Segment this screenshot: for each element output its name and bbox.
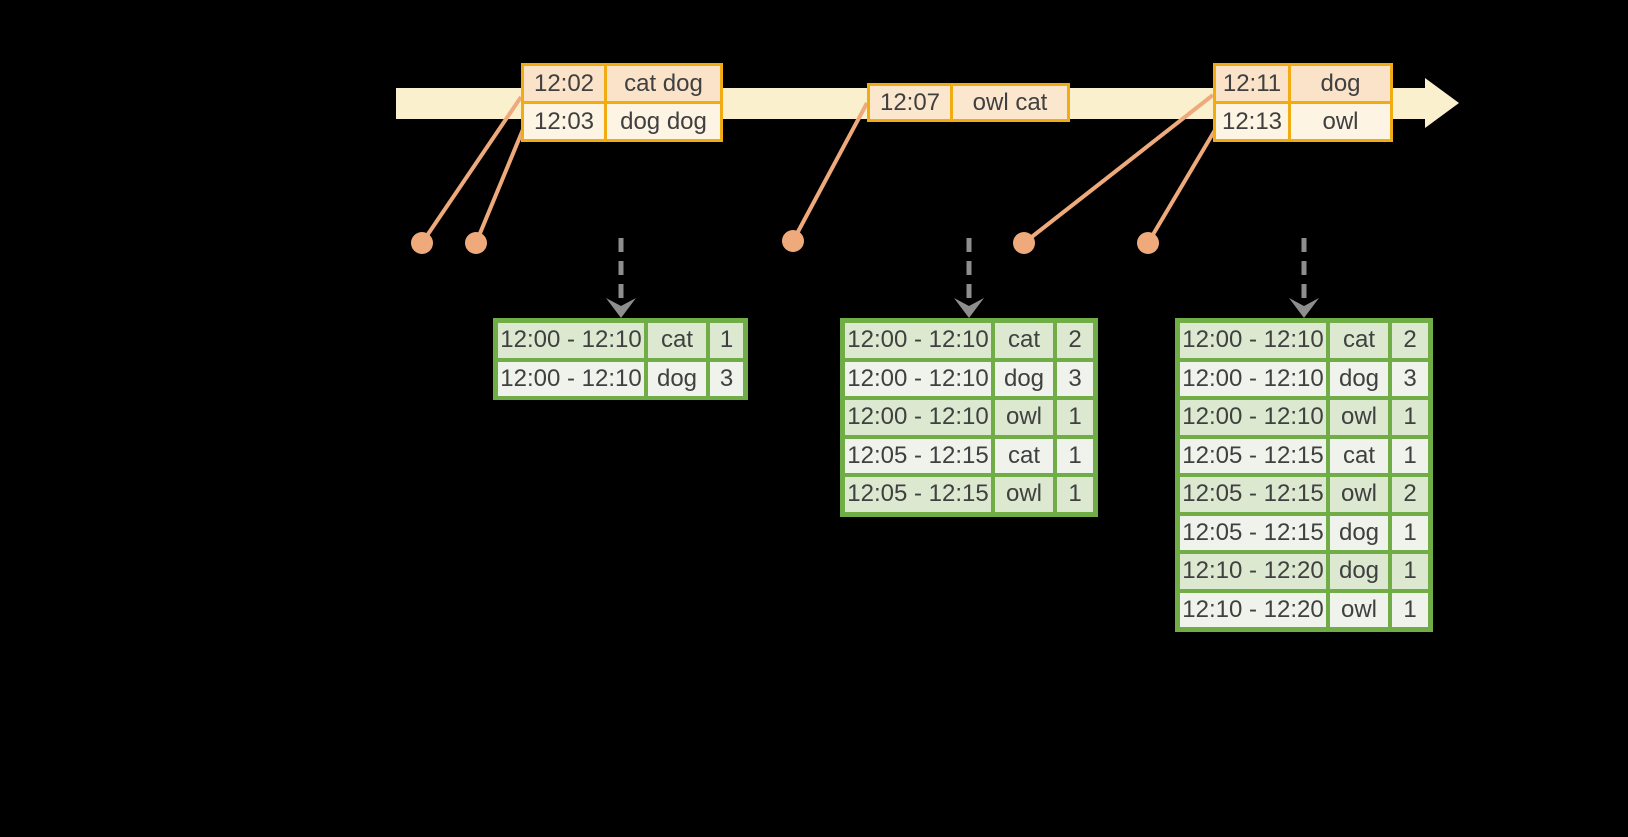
event-dot <box>465 232 487 254</box>
connector-line <box>474 126 526 244</box>
result-row: 12:00 - 12:10 dog 3 <box>498 361 743 396</box>
count-cell: 1 <box>1057 438 1093 473</box>
count-cell: 2 <box>1057 323 1093 358</box>
result-row: 12:10 - 12:20 dog 1 <box>1180 554 1428 589</box>
connector-line <box>1146 128 1217 245</box>
word-cell: cat <box>995 323 1053 358</box>
window-cell: 12:05 - 12:15 <box>845 438 991 473</box>
result-row: 12:05 - 12:15 cat 1 <box>1180 438 1428 473</box>
word-cell: owl <box>1330 592 1388 627</box>
result-row: 12:00 - 12:10 cat 1 <box>498 323 743 358</box>
word-cell: owl <box>1330 400 1388 435</box>
event-dot <box>782 230 804 252</box>
window-cell: 12:05 - 12:15 <box>1180 438 1326 473</box>
event-row: 12:13 owl <box>1216 104 1390 139</box>
count-cell: 1 <box>1057 477 1093 512</box>
count-cell: 1 <box>1392 592 1428 627</box>
word-cell: dog <box>1330 361 1388 396</box>
count-cell: 2 <box>1392 477 1428 512</box>
word-cell: dog <box>995 361 1053 396</box>
window-cell: 12:00 - 12:10 <box>1180 361 1326 396</box>
event-table-2: 12:07 owl cat <box>867 83 1070 122</box>
event-dot <box>1137 232 1159 254</box>
event-time-cell: 12:11 <box>1216 66 1288 101</box>
count-cell: 1 <box>1057 400 1093 435</box>
result-table-2: 12:00 - 12:10 cat 2 12:00 - 12:10 dog 3 … <box>840 318 1098 517</box>
event-words-cell: dog <box>1291 66 1390 101</box>
event-time-cell: 12:03 <box>524 104 604 139</box>
event-dot <box>411 232 433 254</box>
result-row: 12:05 - 12:15 owl 2 <box>1180 477 1428 512</box>
window-cell: 12:05 - 12:15 <box>1180 477 1326 512</box>
word-cell: cat <box>995 438 1053 473</box>
word-cell: dog <box>1330 515 1388 550</box>
count-cell: 1 <box>1392 400 1428 435</box>
window-cell: 12:00 - 12:10 <box>498 323 644 358</box>
result-table-3: 12:00 - 12:10 cat 2 12:00 - 12:10 dog 3 … <box>1175 318 1433 632</box>
window-cell: 12:00 - 12:10 <box>1180 323 1326 358</box>
down-arrowhead-icon <box>606 298 636 318</box>
down-arrowhead-icon <box>1289 298 1319 318</box>
result-row: 12:00 - 12:10 dog 3 <box>1180 361 1428 396</box>
event-time-cell: 12:07 <box>870 86 950 119</box>
event-words-cell: dog dog <box>607 104 720 139</box>
result-row: 12:10 - 12:20 owl 1 <box>1180 592 1428 627</box>
result-table-1: 12:00 - 12:10 cat 1 12:00 - 12:10 dog 3 <box>493 318 748 400</box>
word-cell: owl <box>995 400 1053 435</box>
window-cell: 12:00 - 12:10 <box>845 400 991 435</box>
result-row: 12:00 - 12:10 cat 2 <box>845 323 1093 358</box>
event-words-cell: owl <box>1291 104 1390 139</box>
result-row: 12:05 - 12:15 cat 1 <box>845 438 1093 473</box>
count-cell: 1 <box>710 323 743 358</box>
window-cell: 12:00 - 12:10 <box>1180 400 1326 435</box>
event-row: 12:11 dog <box>1216 66 1390 101</box>
word-cell: dog <box>1330 554 1388 589</box>
window-cell: 12:05 - 12:15 <box>1180 515 1326 550</box>
result-row: 12:05 - 12:15 dog 1 <box>1180 515 1428 550</box>
count-cell: 1 <box>1392 515 1428 550</box>
window-cell: 12:10 - 12:20 <box>1180 592 1326 627</box>
window-cell: 12:00 - 12:10 <box>845 361 991 396</box>
event-words-cell: cat dog <box>607 66 720 101</box>
timeline-arrowhead-icon <box>1425 78 1459 128</box>
word-cell: cat <box>1330 323 1388 358</box>
window-cell: 12:00 - 12:10 <box>845 323 991 358</box>
word-cell: owl <box>1330 477 1388 512</box>
word-cell: owl <box>995 477 1053 512</box>
result-row: 12:05 - 12:15 owl 1 <box>845 477 1093 512</box>
result-row: 12:00 - 12:10 dog 3 <box>845 361 1093 396</box>
connector-line <box>791 102 869 242</box>
event-row: 12:02 cat dog <box>524 66 720 101</box>
count-cell: 1 <box>1392 438 1428 473</box>
count-cell: 3 <box>710 361 743 396</box>
word-cell: cat <box>648 323 706 358</box>
window-cell: 12:00 - 12:10 <box>498 361 644 396</box>
event-dot <box>1013 232 1035 254</box>
word-cell: cat <box>1330 438 1388 473</box>
event-table-3: 12:11 dog 12:13 owl <box>1213 63 1393 142</box>
word-cell: dog <box>648 361 706 396</box>
count-cell: 3 <box>1057 361 1093 396</box>
result-row: 12:00 - 12:10 owl 1 <box>1180 400 1428 435</box>
count-cell: 1 <box>1392 554 1428 589</box>
window-cell: 12:10 - 12:20 <box>1180 554 1326 589</box>
event-table-1: 12:02 cat dog 12:03 dog dog <box>521 63 723 142</box>
event-row: 12:07 owl cat <box>870 86 1067 119</box>
event-words-cell: owl cat <box>953 86 1067 119</box>
window-cell: 12:05 - 12:15 <box>845 477 991 512</box>
result-row: 12:00 - 12:10 owl 1 <box>845 400 1093 435</box>
event-row: 12:03 dog dog <box>524 104 720 139</box>
down-arrowhead-icon <box>954 298 984 318</box>
count-cell: 2 <box>1392 323 1428 358</box>
event-time-cell: 12:13 <box>1216 104 1288 139</box>
event-time-cell: 12:02 <box>524 66 604 101</box>
count-cell: 3 <box>1392 361 1428 396</box>
result-row: 12:00 - 12:10 cat 2 <box>1180 323 1428 358</box>
